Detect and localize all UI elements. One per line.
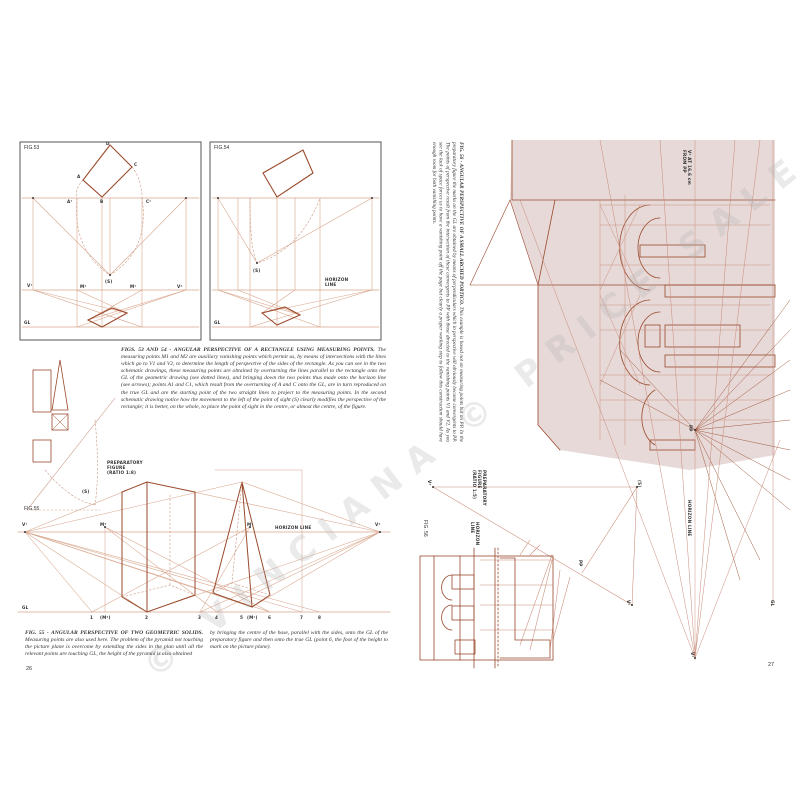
gl-mark: 2 (145, 615, 149, 620)
gl-mark: 5 (240, 615, 244, 620)
fig55-drawing (17, 469, 391, 613)
fig56-pp-plan: PP (578, 560, 583, 567)
label-B: B (100, 199, 104, 204)
fig55-gl: GL (22, 605, 29, 610)
fig56-perspective-drawing (469, 139, 791, 661)
caption-fig56: FIG. 56 - ANGULAR PERSPECTIVE OF A SMALL… (430, 142, 464, 443)
label-A: A (77, 174, 81, 179)
gl-mark: 3 (198, 615, 202, 620)
fig56-v-bottom: V¹ (690, 652, 695, 658)
label-C: C (134, 162, 138, 167)
v1-label: V¹ (27, 283, 33, 288)
label-A1: A¹ (67, 199, 73, 204)
gl-mark: 7 (300, 615, 304, 620)
fig55-s-label: (S) (82, 489, 90, 494)
label-S: (S) (105, 279, 113, 284)
fig56-v1: V¹ (626, 600, 631, 606)
fig56-v2: V² (427, 480, 432, 486)
fig54-drawing (209, 141, 382, 341)
gl-mark: 6 (268, 615, 272, 620)
fig54-title: FIG.54 (214, 145, 230, 151)
fig55-m2: M² (100, 522, 107, 527)
gl-mark: (M¹) (247, 615, 258, 620)
fig56-horizon: HORIZON LINE (687, 500, 692, 537)
caption-figs-53-54: FIGS. 53 AND 54 - ANGULAR PERSPECTIVE OF… (121, 347, 386, 410)
gl-mark: 4 (215, 615, 219, 620)
label-D: D (106, 141, 110, 146)
fig53-drawing (19, 141, 202, 341)
fig55-horizon: HORIZON LINE (275, 525, 312, 530)
fig55-title: FIG.55 (24, 506, 40, 512)
fig56-gl: GL (770, 600, 775, 607)
fig55-preparatory-drawing (26, 359, 116, 511)
fig56-s: (S) (637, 480, 642, 488)
caption-fig55-col1: FIG. 55 - ANGULAR PERSPECTIVE OF TWO GEO… (25, 630, 203, 658)
fig55-m1: M¹ (247, 522, 254, 527)
fig55-v1: V¹ (22, 522, 28, 527)
fig56-pp: PP (688, 425, 693, 432)
gl-mark: 1 (90, 615, 94, 620)
fig56-title: FIG. 56 (422, 520, 428, 537)
label-C1: C¹ (146, 199, 152, 204)
fig56-preparatory-drawing (419, 486, 638, 669)
gl-label-54: GL (214, 320, 221, 325)
m1-label: M¹ (130, 284, 137, 289)
m2-label: M² (80, 284, 87, 289)
caption-fig55-col2: by bringing the centre of the base, para… (210, 630, 388, 651)
gl-mark: 8 (318, 615, 322, 620)
gl-label: GL (24, 320, 31, 325)
label-S-54: (S) (253, 268, 261, 273)
fig55-v2: V² (375, 522, 381, 527)
page-number-right: 27 (768, 662, 775, 668)
gl-mark: (M²) (100, 615, 111, 620)
page-number-left: 26 (26, 666, 33, 672)
fig53-title: FIG.53 (24, 145, 40, 151)
v2-label: V² (177, 284, 183, 289)
